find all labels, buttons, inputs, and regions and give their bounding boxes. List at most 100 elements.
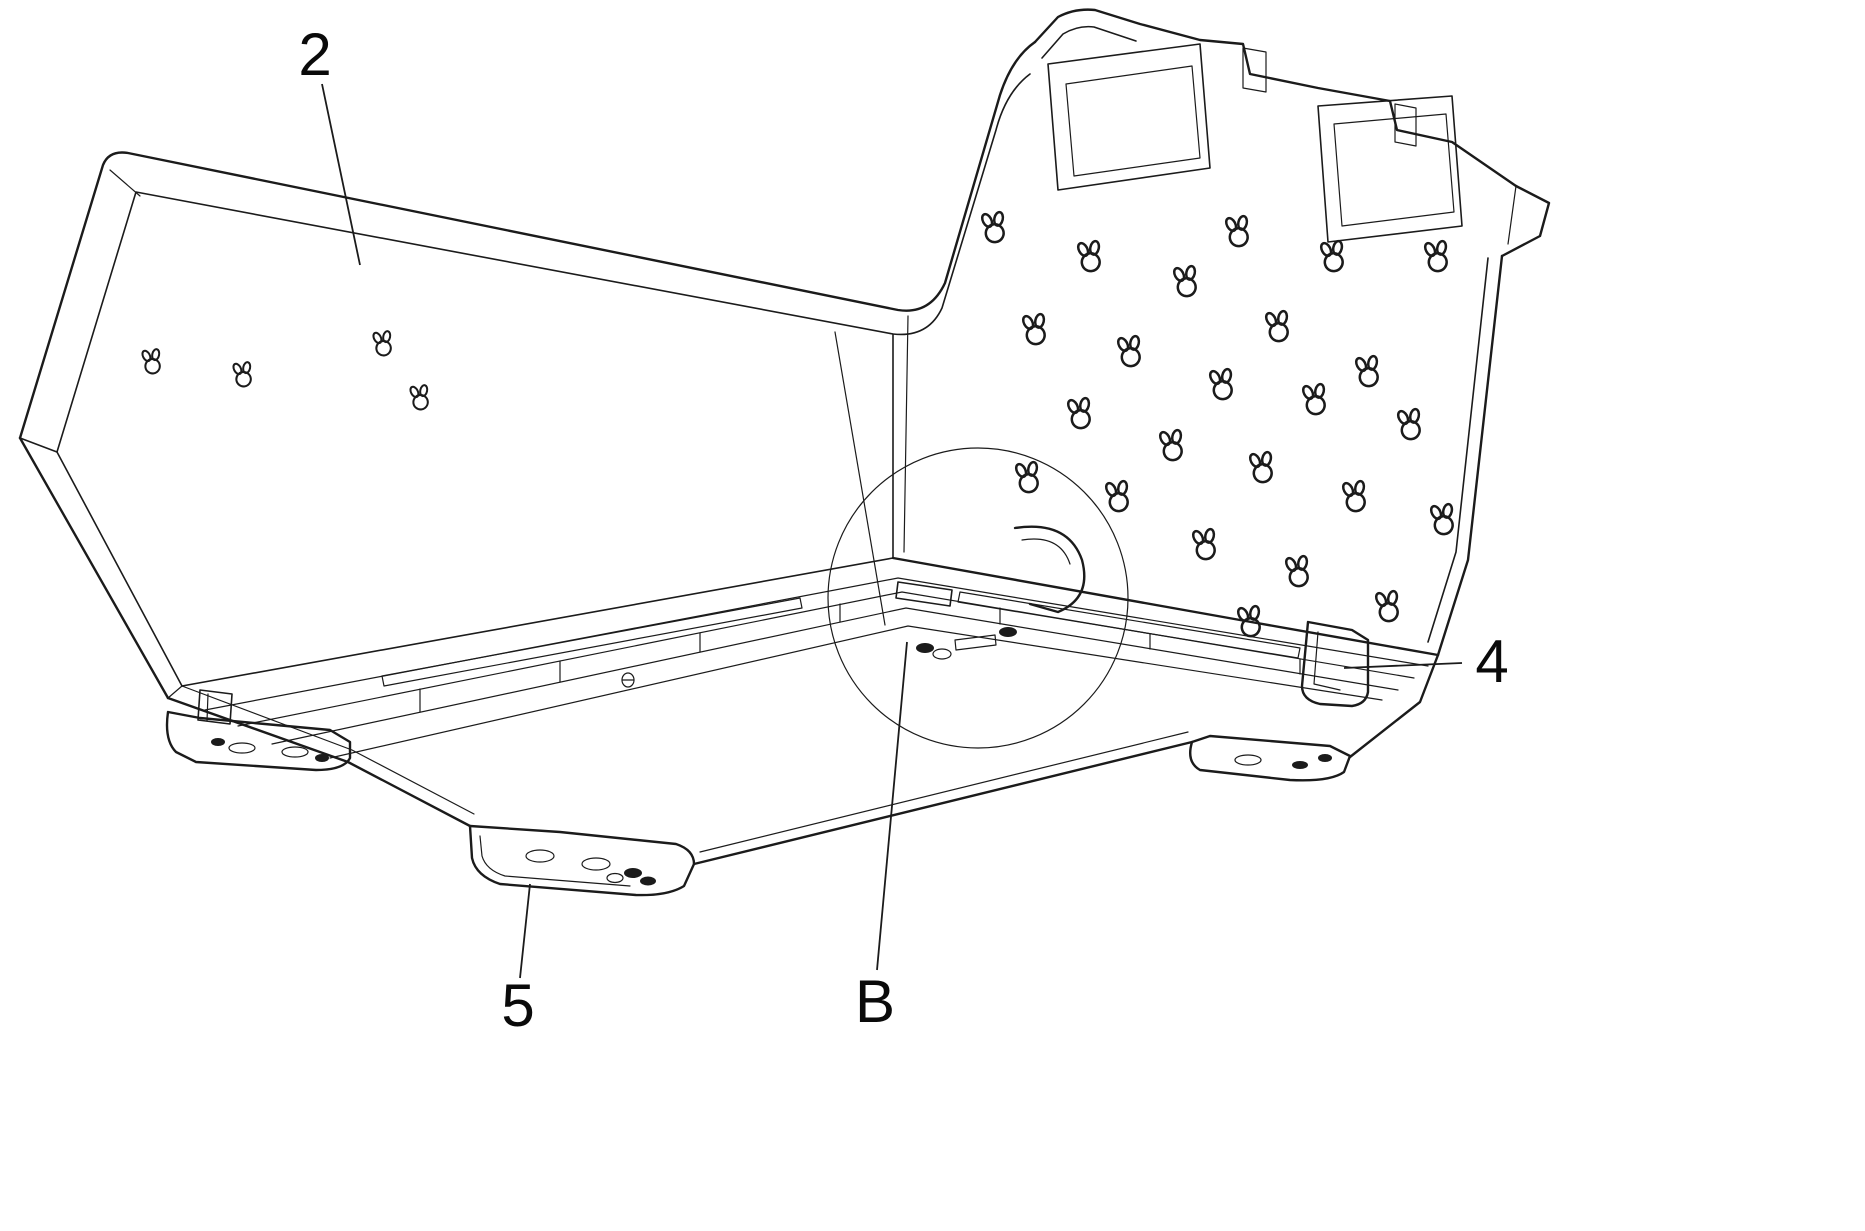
basket-outline [18, 8, 1551, 700]
floor [166, 557, 1440, 866]
bracket-clip-4 [1300, 620, 1370, 708]
perforation-pattern-right-wall [978, 208, 1459, 639]
right-flange [1500, 184, 1551, 258]
rim-corner-left-tip [19, 437, 58, 453]
bracket-left-mid [165, 710, 352, 772]
rim-outer-edge [18, 40, 1037, 440]
pocket-2-outer [1317, 95, 1463, 243]
clover-hole-icon [1317, 237, 1349, 274]
clover-hole-icon [1352, 352, 1384, 389]
right-wall-right-edge [1436, 254, 1504, 657]
clover-hole-icon [1064, 394, 1096, 431]
label-5: 5 [501, 972, 534, 1039]
clover-hole-icon [978, 208, 1010, 245]
top-tab-1 [1242, 47, 1267, 93]
detail-hook-inner [1021, 538, 1071, 565]
bracket-front-left-bolt-1 [624, 868, 642, 878]
clover-hole-icon [1189, 525, 1221, 562]
clover-hole-icon [1372, 587, 1404, 624]
left-wall-bottom-inner [56, 451, 183, 687]
clover-hole-icon [1170, 262, 1202, 299]
bracket-right-low [1189, 734, 1352, 782]
leader-line-5 [519, 883, 531, 979]
clover-hole-icon [1102, 477, 1134, 514]
floor-slat-a [381, 597, 803, 687]
clover-hole-icon [370, 328, 396, 358]
inner-wall-diagonal [834, 331, 886, 626]
detail-bolt-3 [999, 627, 1017, 637]
clover-hole-icon [1012, 458, 1044, 495]
bracket-clip-4-inner [1313, 631, 1341, 691]
pocket-1-outer [1047, 43, 1211, 191]
detail-circle-B [827, 447, 1129, 749]
mounting-brackets [165, 620, 1370, 897]
detail-bar [954, 634, 997, 651]
rim-inner-edge [56, 73, 1031, 453]
left-post-inner [206, 693, 209, 722]
bracket-left-mid-slot-2 [281, 746, 309, 758]
perforation-pattern-left-wall [139, 328, 433, 412]
clover-hole-icon [1421, 237, 1453, 274]
label-4: 4 [1475, 628, 1508, 695]
clover-hole-icon [1074, 237, 1106, 274]
floor-slat-b [957, 591, 1301, 659]
left-wall-base-join [167, 685, 183, 699]
clover-hole-icon [230, 359, 256, 389]
clover-hole-icon [1206, 365, 1238, 402]
right-wall-pockets [1047, 43, 1463, 243]
floor-rib-4 [329, 625, 1383, 759]
clover-hole-icon [1246, 448, 1278, 485]
bracket-front-left [468, 824, 696, 897]
detail-bolt-2 [932, 648, 952, 660]
detail-region-b [827, 447, 1129, 749]
clover-hole-icon [1262, 307, 1294, 344]
detail-clip [895, 581, 953, 607]
label-B: B [855, 968, 895, 1035]
right-wall-top-profile [1033, 8, 1518, 188]
floor-front-left-edge-inner [181, 685, 475, 815]
bracket-left-mid-slot-1 [228, 742, 256, 754]
leader-line-4 [1343, 662, 1463, 669]
annotations: 2 4 5 B [298, 21, 1508, 1039]
clover-hole-icon [1339, 477, 1371, 514]
leader-line-B [876, 641, 908, 971]
left-wall-bottom-outer [18, 436, 170, 700]
inner-corner-edge-2 [903, 315, 909, 553]
bracket-right-low-bolt-1 [1292, 761, 1308, 769]
bracket-right-low-slot [1234, 754, 1262, 766]
clover-hole-icon [1282, 552, 1314, 589]
clover-hole-icon [1222, 212, 1254, 249]
bracket-front-left-inner [479, 835, 631, 887]
right-wall-top-inner [1041, 25, 1137, 59]
floor-rib-1 [204, 577, 1429, 711]
floor-back-edge [181, 557, 894, 687]
bracket-left-mid-bolt-1 [315, 754, 329, 762]
floor-front-right-edge [1348, 653, 1440, 759]
floor-front-edge-inner [699, 731, 1189, 853]
right-wall-right-edge-inner [1427, 257, 1489, 643]
bracket-left-mid-bolt-2 [211, 738, 225, 746]
floor-rib-3 [271, 607, 1399, 745]
rim-corner-top-left [109, 169, 141, 197]
right-wall-base-edge [891, 556, 1440, 657]
bracket-front-left-bolt-3 [606, 872, 624, 884]
left-post [197, 689, 233, 725]
floor-front-edge [692, 740, 1194, 866]
top-tab-2 [1394, 103, 1417, 147]
clover-hole-icon [139, 346, 165, 376]
clover-hole-icon [407, 382, 433, 412]
bracket-right-low-bolt-2 [1318, 754, 1332, 762]
label-2: 2 [298, 21, 331, 88]
pocket-1-inner [1065, 65, 1201, 177]
clover-hole-icon [1394, 405, 1426, 442]
clover-hole-icon [1019, 310, 1051, 347]
clover-hole-icon [1299, 380, 1331, 417]
leader-line-2 [321, 83, 361, 266]
clover-hole-icon [1427, 500, 1459, 537]
clover-hole-icon [1114, 332, 1146, 369]
detail-hook [1013, 525, 1086, 614]
pocket-2-inner [1333, 113, 1455, 227]
right-flange-inner [1507, 185, 1517, 245]
bracket-front-left-bolt-2 [640, 876, 656, 886]
